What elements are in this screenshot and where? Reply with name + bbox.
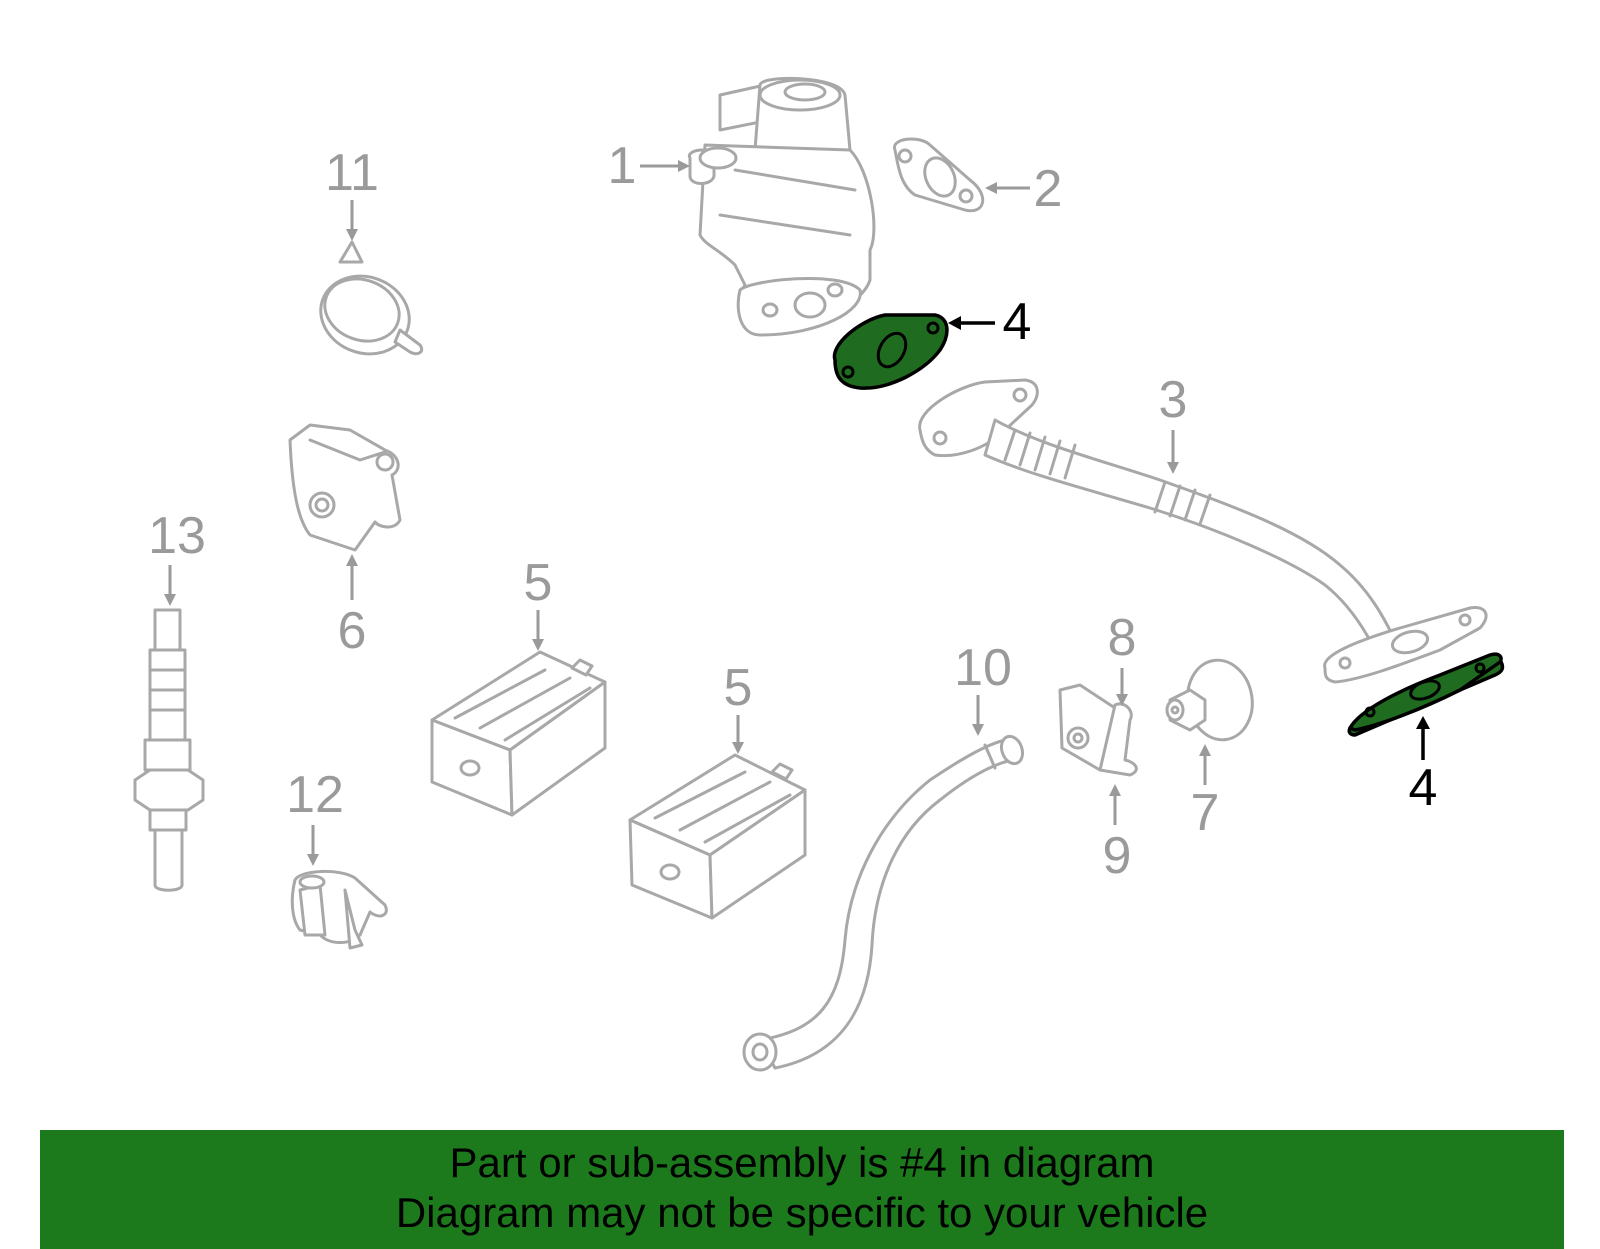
callout-3: 3	[1159, 371, 1188, 429]
part-3-egr-tube[interactable]	[918, 378, 1488, 684]
callout-5-lower: 5	[724, 659, 753, 717]
part-4-gasket-upper[interactable]	[832, 313, 949, 390]
part-10-hose[interactable]	[742, 733, 1026, 1072]
part-7-valve[interactable]	[1165, 655, 1258, 745]
part-12-vacuum-switch[interactable]	[290, 869, 388, 950]
part-6-solenoid[interactable]	[288, 423, 402, 552]
part-2-gasket[interactable]	[893, 137, 985, 213]
parts-diagram: 1 2 4 3 4	[133, 77, 1505, 1072]
callout-8: 8	[1108, 609, 1137, 667]
callout-4-lower: 4	[1409, 759, 1438, 817]
part-13-oxygen-sensor[interactable]	[133, 608, 205, 892]
part-4-gasket-lower[interactable]	[1347, 652, 1505, 737]
callout-4-upper: 4	[1003, 293, 1032, 351]
callout-9: 9	[1103, 827, 1132, 885]
callout-13: 13	[148, 507, 206, 565]
callout-12: 12	[286, 766, 344, 824]
callout-10: 10	[954, 639, 1012, 697]
part-5-canister-upper[interactable]	[430, 650, 607, 817]
banner-line-1: Part or sub-assembly is #4 in diagram	[449, 1139, 1155, 1186]
part-9-bracket[interactable]	[1058, 683, 1138, 777]
info-banner: Part or sub-assembly is #4 in diagram Di…	[40, 1130, 1564, 1249]
part-1-egr-valve[interactable]	[688, 77, 876, 337]
part-5-canister-lower[interactable]	[628, 753, 807, 920]
callout-5-upper: 5	[524, 554, 553, 612]
callout-6: 6	[338, 602, 367, 660]
part-11-hose-clamp[interactable]	[310, 240, 424, 366]
callout-11: 11	[325, 144, 379, 202]
callout-2: 2	[1034, 160, 1063, 218]
callout-1: 1	[608, 137, 637, 195]
banner-line-2: Diagram may not be specific to your vehi…	[395, 1189, 1209, 1236]
callout-7: 7	[1191, 784, 1220, 842]
